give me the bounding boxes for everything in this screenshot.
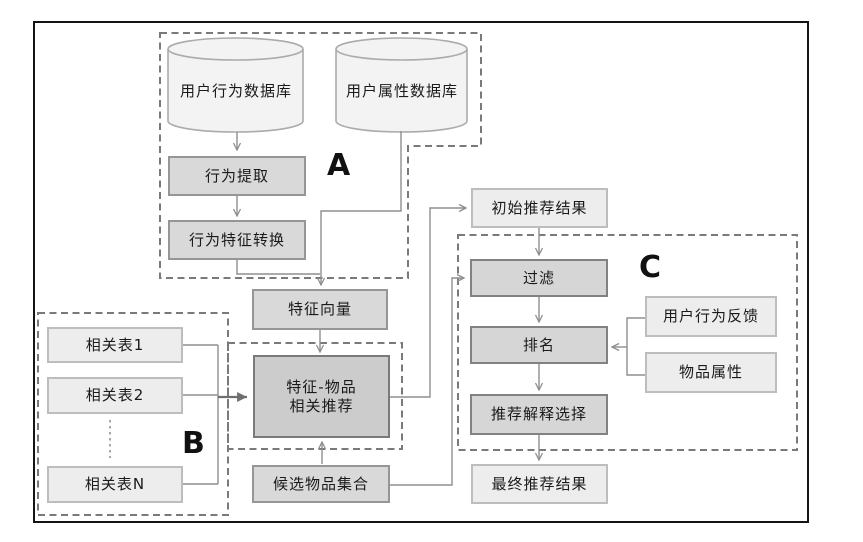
- edge-convert-join: [236, 260, 320, 275]
- node-feature-vector: 特征向量: [252, 289, 388, 330]
- node-related-table-n: 相关表N: [47, 466, 183, 503]
- node-filter: 过滤: [470, 259, 608, 297]
- node-user-feedback: 用户行为反馈: [645, 296, 777, 337]
- node-feature-item-recommend: 特征-物品 相关推荐: [253, 355, 390, 438]
- node-explanation-select: 推荐解释选择: [470, 394, 608, 435]
- section-c-outline: [457, 234, 798, 451]
- node-behavior-extract: 行为提取: [168, 156, 306, 196]
- node-final-results: 最终推荐结果: [471, 464, 608, 504]
- section-label-c: C: [639, 250, 662, 285]
- edge-feedback-bracket: [626, 317, 645, 376]
- node-user-attr-db: 用户属性数据库: [345, 81, 458, 100]
- edge-candidate-to-filter: [390, 278, 464, 486]
- node-initial-results: 初始推荐结果: [471, 188, 608, 228]
- node-ranking: 排名: [470, 326, 608, 364]
- node-related-table-2: 相关表2: [47, 377, 183, 414]
- node-candidate-item-set: 候选物品集合: [252, 465, 390, 503]
- node-related-table-1: 相关表1: [47, 327, 183, 363]
- edge-relatedtables-bus: [183, 344, 219, 485]
- edge-attrdb-to-featurevector: [321, 131, 402, 285]
- edge-featureitem-to-initial: [390, 208, 466, 398]
- database-cylinder-user-attr: [335, 37, 468, 133]
- section-a-outline: [159, 32, 482, 279]
- section-label-b: B: [182, 426, 205, 461]
- database-cylinder-user-behavior: [167, 37, 304, 133]
- node-item-attrs: 物品属性: [645, 352, 777, 393]
- node-user-behavior-db: 用户行为数据库: [179, 81, 292, 100]
- section-label-a: A: [327, 148, 351, 183]
- node-behavior-feature-convert: 行为特征转换: [168, 220, 306, 260]
